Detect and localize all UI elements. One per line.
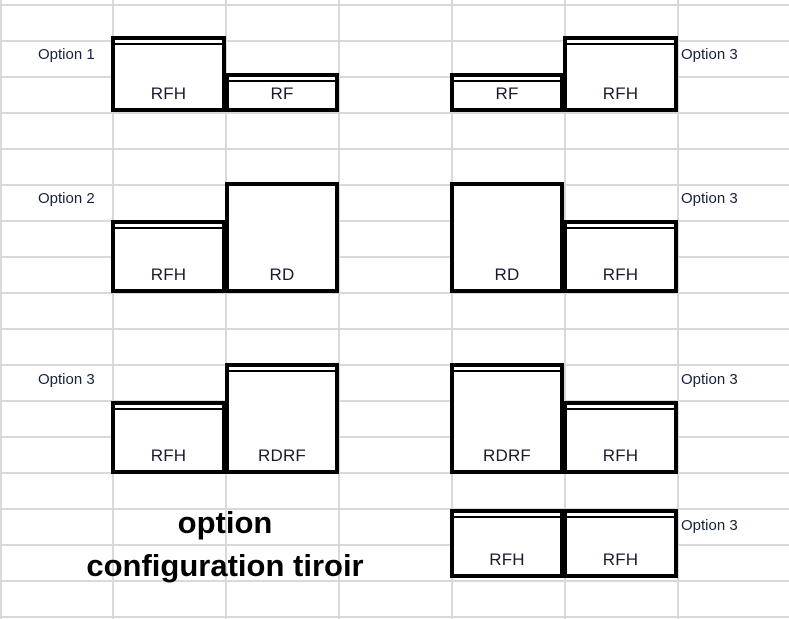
drawer-box-option-3-row4-right-1[interactable]: RFH xyxy=(563,509,678,578)
drawer-box-label: RFH xyxy=(150,265,187,284)
grid-row-line-15 xyxy=(0,544,789,546)
drawer-box-label: RFH xyxy=(150,446,187,465)
drawer-box-label: RFH xyxy=(602,550,639,569)
drawer-rail-line xyxy=(567,227,674,229)
option-caption-option-2-left: Option 2 xyxy=(38,190,95,207)
drawer-rail-line xyxy=(454,516,560,518)
drawer-box-label: RFH xyxy=(489,550,525,569)
drawer-box-label: RD xyxy=(494,265,520,284)
grid-row-line-11 xyxy=(0,400,789,402)
grid-column-line-5 xyxy=(564,0,566,619)
drawer-rail-line xyxy=(454,80,560,82)
grid-row-line-1 xyxy=(0,40,789,42)
drawer-box-label: RD xyxy=(269,265,295,284)
drawer-rail-line xyxy=(229,370,335,372)
drawer-rail-line xyxy=(115,408,222,410)
grid-row-line-7 xyxy=(0,256,789,258)
page-title-line-1: option xyxy=(177,505,273,540)
grid-row-line-16 xyxy=(0,580,789,582)
drawer-box-label: RFH xyxy=(602,265,639,284)
grid-column-line-4 xyxy=(451,0,453,619)
drawer-box-option-3-row1-right-1[interactable]: RFH xyxy=(563,36,678,112)
option-caption-option-1-left: Option 1 xyxy=(38,46,95,63)
grid-row-line-12 xyxy=(0,436,789,438)
grid-row-line-10 xyxy=(0,364,789,366)
grid-row-line-9 xyxy=(0,328,789,330)
page-title-line-2: configuration tiroir xyxy=(86,548,364,583)
drawer-box-option-3-row2-right-1[interactable]: RFH xyxy=(563,220,678,293)
drawer-box-option-3-row4-right-0[interactable]: RFH xyxy=(450,509,564,578)
drawer-box-label: RFH xyxy=(602,446,639,465)
grid-row-line-6 xyxy=(0,220,789,222)
drawer-box-option-3-row3-left-0[interactable]: RFH xyxy=(111,401,226,474)
grid-row-line-2 xyxy=(0,76,789,78)
drawer-box-label: RDRF xyxy=(257,446,306,465)
drawer-rail-line xyxy=(567,43,674,45)
grid-row-line-17 xyxy=(0,616,789,618)
option-caption-option-3-row2-right: Option 3 xyxy=(681,190,738,207)
grid-row-line-3 xyxy=(0,112,789,114)
drawer-rail-line xyxy=(229,80,335,82)
grid-row-line-5 xyxy=(0,184,789,186)
drawer-box-option-1-left-1[interactable]: RF xyxy=(225,73,339,112)
drawer-rail-line xyxy=(115,227,222,229)
option-caption-option-3-row4-right: Option 3 xyxy=(681,517,738,534)
grid-column-line-2 xyxy=(225,0,227,619)
drawer-box-label: RF xyxy=(495,84,519,103)
option-caption-option-3-row3-right: Option 3 xyxy=(681,371,738,388)
drawer-box-option-1-left-0[interactable]: RFH xyxy=(111,36,226,112)
drawer-rail-line xyxy=(115,43,222,45)
drawer-box-label: RF xyxy=(270,84,294,103)
drawer-rail-line xyxy=(567,516,674,518)
drawer-box-option-3-row3-left-1[interactable]: RDRF xyxy=(225,363,339,474)
drawer-rail-line xyxy=(454,370,560,372)
option-caption-option-3-row3-left: Option 3 xyxy=(38,371,95,388)
drawer-box-label: RDRF xyxy=(482,446,531,465)
grid-row-line-13 xyxy=(0,472,789,474)
drawer-box-option-2-left-0[interactable]: RFH xyxy=(111,220,226,293)
drawer-box-option-3-row2-right-0[interactable]: RD xyxy=(450,182,564,293)
drawer-box-option-3-row3-right-1[interactable]: RFH xyxy=(563,401,678,474)
drawer-box-option-3-row3-right-0[interactable]: RDRF xyxy=(450,363,564,474)
grid-row-line-14 xyxy=(0,508,789,510)
grid-column-line-3 xyxy=(338,0,340,619)
grid-row-line-4 xyxy=(0,148,789,150)
drawer-rail-line xyxy=(567,408,674,410)
drawer-box-option-3-row1-right-0[interactable]: RF xyxy=(450,73,564,112)
drawer-box-option-2-left-1[interactable]: RD xyxy=(225,182,339,293)
grid-column-line-1 xyxy=(112,0,114,619)
drawer-box-label: RFH xyxy=(150,84,187,103)
grid-column-line-0 xyxy=(0,0,2,619)
grid-column-line-6 xyxy=(677,0,679,619)
option-caption-option-3-row1-right: Option 3 xyxy=(681,46,738,63)
grid-row-line-0 xyxy=(0,4,789,6)
grid-row-line-8 xyxy=(0,292,789,294)
drawer-box-label: RFH xyxy=(602,84,639,103)
